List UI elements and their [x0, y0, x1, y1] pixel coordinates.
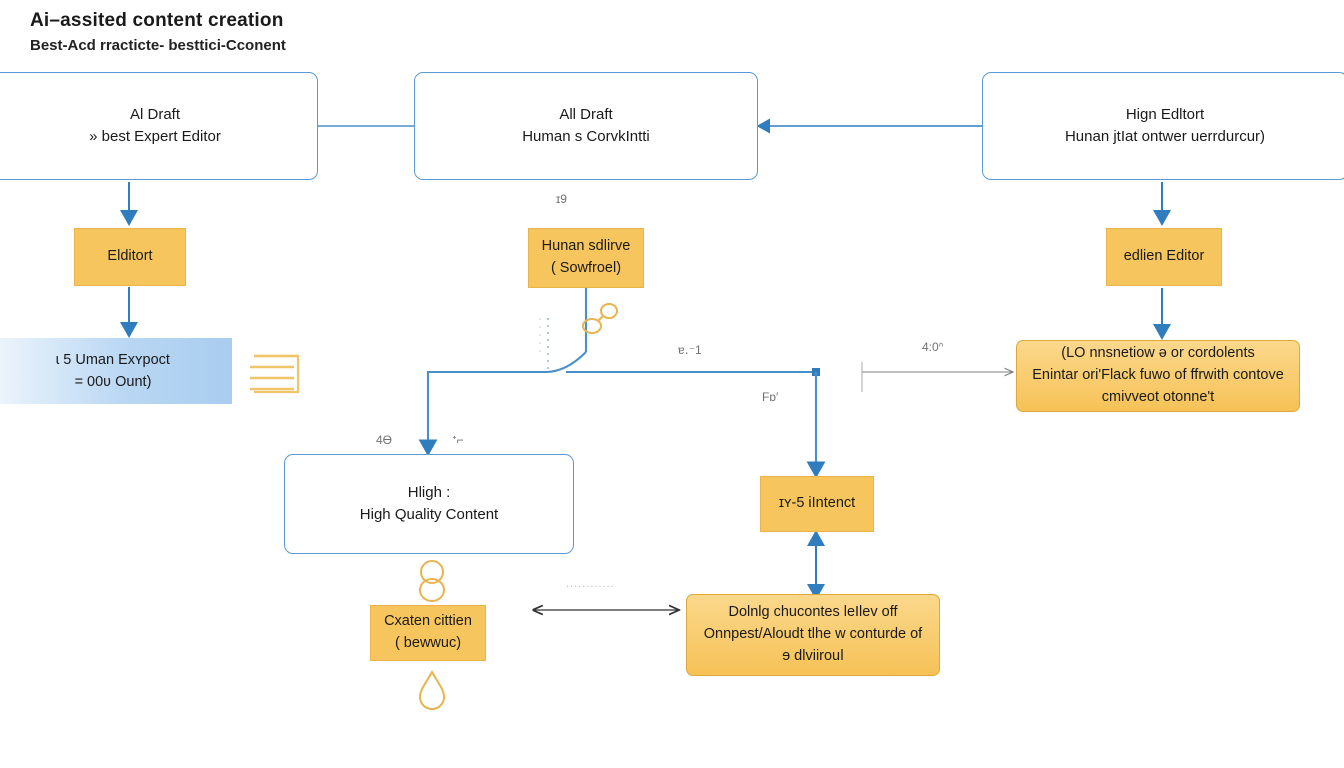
node-orange-right[interactable]: edlien Editor: [1106, 228, 1222, 286]
node-gradient-left[interactable]: ɩ 5 Uman Exʏpoct = 00ʋ Ount): [0, 338, 232, 404]
chain-link-icon: [582, 303, 618, 334]
node-gradient-left-line1: ɩ 5 Uman Exʏpoct: [56, 351, 170, 368]
page-subtitle: Best-Acd rracticte- besttici-Cconent: [30, 37, 286, 54]
edge-label-gray-arrow: 4:0ᐢ: [922, 340, 944, 354]
edge-label-quality-right: ᐩ⌐: [452, 433, 464, 447]
node-orange-center-line1: Hunan sdlirve: [541, 238, 631, 255]
edge-label-mid-horizontal: ɐ․⁻1: [678, 343, 702, 357]
node-orange-left[interactable]: Elditort: [74, 228, 186, 286]
node-orange-bottom-left-line1: Cxaten cittien: [384, 613, 472, 630]
edge-label-right-vertical: Fɒ′: [762, 390, 779, 404]
edge-label-above-center-orange: ɪ9: [556, 192, 567, 206]
teardrop-icon: [418, 669, 446, 710]
node-orange-intent[interactable]: ɪʏ-5 iIntenct: [760, 476, 874, 532]
page-title: Ai–assited content creation: [30, 10, 284, 31]
node-orange-center[interactable]: Hunan sdlirve ( Sowfroel): [528, 228, 644, 288]
node-orange-intent-line1: ɪʏ-5 iIntenct: [778, 495, 856, 512]
node-orange-bottom-left-line2: ( bewwuc): [394, 635, 462, 651]
node-quality-line2: High Quality Content: [359, 506, 499, 523]
edge-label-bottom-dashed: ............: [566, 578, 615, 590]
node-orange-bottom-left[interactable]: Cxaten cittien ( bewwuc): [370, 605, 486, 661]
node-orange-wide-right-line2: Enintar ori'Flack fuwo of ffrwith contov…: [1032, 367, 1284, 384]
node-orange-bottom-right-line2: Onnpest/Aloudt tlhe w conturde of: [703, 626, 923, 643]
lined-grid-icon: [250, 354, 300, 394]
node-quality-content[interactable]: Hligh : High Quality Content: [284, 454, 574, 554]
node-orange-bottom-right[interactable]: Dolnlg chucontes leIlev off Onnpest/Alou…: [686, 594, 940, 676]
node-orange-right-line1: edlien Editor: [1123, 248, 1205, 265]
node-top-left-line2: » best Expert Editor: [89, 128, 221, 145]
node-top-center-line1: All Draft: [559, 106, 613, 124]
node-orange-wide-right[interactable]: (LO nnsnetiow ə or cordolents Enintar or…: [1016, 340, 1300, 412]
node-top-left-line1: Al Draft: [129, 106, 180, 124]
node-gradient-left-line2: = 00ʋ Ount): [74, 374, 152, 390]
node-orange-wide-right-line3: cmivveot otonne't: [1101, 388, 1215, 405]
node-orange-wide-right-line1: (LO nnsnetiow ə or cordolents: [1061, 345, 1255, 362]
node-top-right[interactable]: Hign Edltort Hunan jtIat ontwer uerrdurc…: [982, 72, 1344, 180]
figure-eight-icon: [419, 560, 445, 602]
node-top-right-line2: Hunan jtIat ontwer uerrdurcur): [1064, 128, 1266, 145]
edge-label-quality-left: 4Ө: [376, 433, 393, 447]
node-orange-bottom-right-line1: Dolnlg chucontes leIlev off: [728, 604, 898, 621]
node-orange-left-line1: Elditort: [107, 248, 153, 265]
node-top-left[interactable]: Al Draft » best Expert Editor: [0, 72, 318, 180]
node-top-center-line2: Human s CorvkIntti: [522, 128, 650, 145]
node-top-right-line1: Hign Edltort: [1125, 106, 1205, 124]
node-orange-bottom-right-line3: ɘ dlviirouǀ: [782, 647, 844, 664]
node-top-center[interactable]: All Draft Human s CorvkIntti: [414, 72, 758, 180]
node-orange-center-line2: ( Sowfroel): [550, 260, 622, 276]
node-quality-line1: Hligh :: [407, 484, 451, 502]
